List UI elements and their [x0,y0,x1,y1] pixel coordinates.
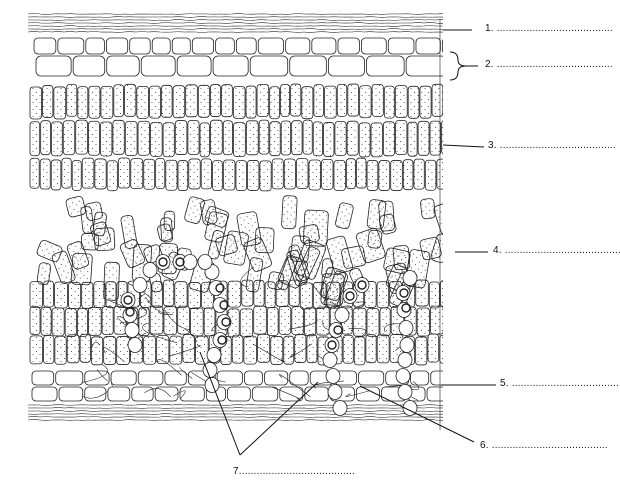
label-6: 6. .....................................… [480,440,608,451]
label-3: 3. .....................................… [488,140,616,151]
leader-6 [359,385,475,443]
label-5: 5. .....................................… [500,378,620,389]
leader-3 [442,144,485,148]
label-4: 4. .....................................… [493,245,620,256]
leader-7b [239,381,319,456]
cuticle-layer [28,13,443,33]
vascular-bundles [120,254,418,416]
palisade-mesophyll [29,83,443,192]
label-2: 2. .....................................… [485,59,613,70]
brace-2 [449,51,467,81]
lower-palisade-layer [29,279,443,366]
label-7: 7....................................... [233,466,355,477]
label-1: 1. .....................................… [485,23,613,34]
lower-epidermis [28,370,443,421]
leader-lines [199,29,496,456]
upper-epidermis [33,37,443,77]
leader-7a [199,351,241,456]
